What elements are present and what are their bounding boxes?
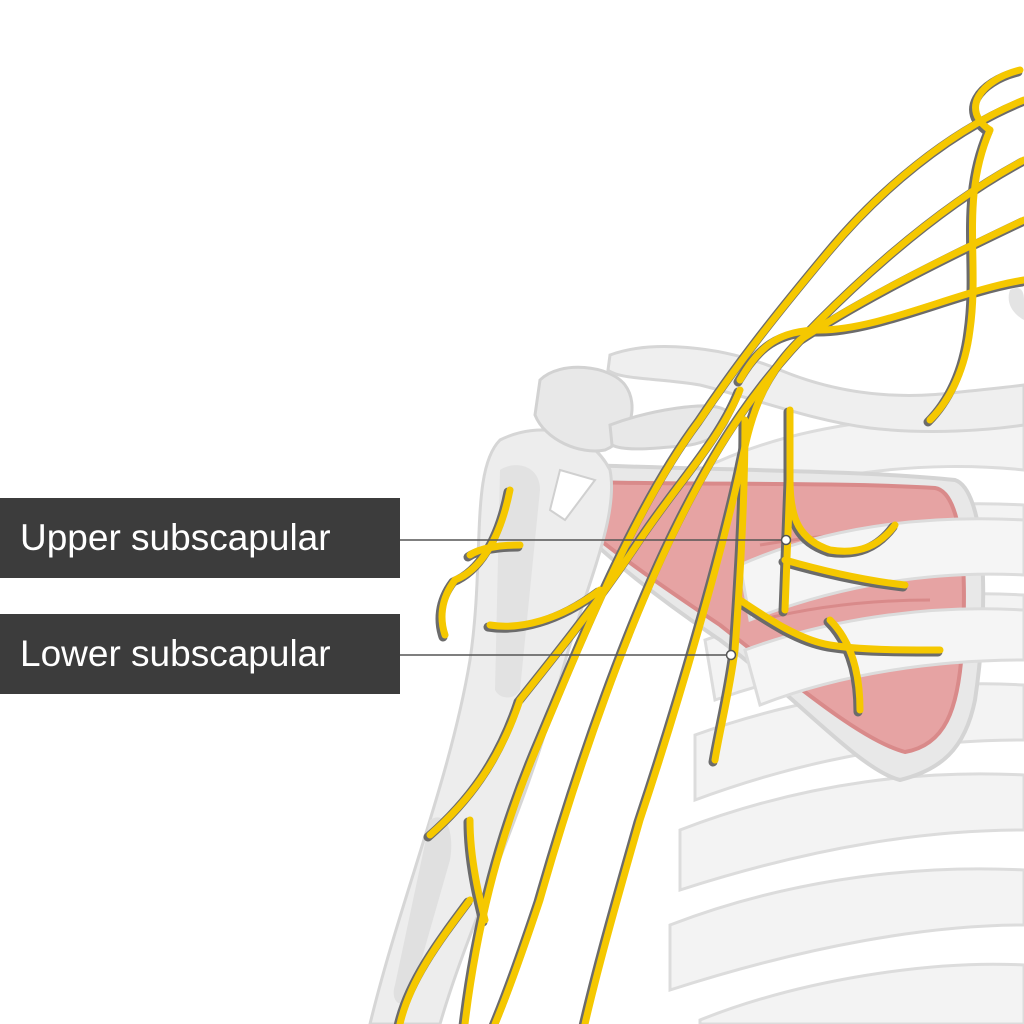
lower-subscapular-pointer <box>725 649 737 661</box>
lower-subscapular-nerve <box>711 416 749 764</box>
nerve-fibers <box>396 66 1024 1024</box>
lower-subscapular-label: Lower subscapular <box>0 614 400 694</box>
brachial-plexus <box>393 66 1024 1024</box>
leader-lines <box>400 534 792 661</box>
rib <box>668 867 1024 993</box>
upper-subscapular-label: Upper subscapular <box>0 498 400 578</box>
humerus <box>368 428 613 1024</box>
rib <box>698 962 1024 1024</box>
rib <box>678 772 1024 893</box>
upper-subscapular-pointer <box>780 534 792 546</box>
